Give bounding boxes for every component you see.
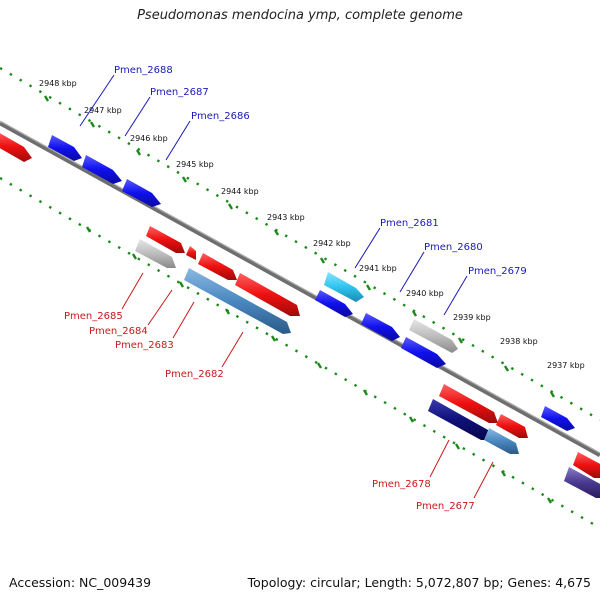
gene-label: Pmen_2687	[150, 87, 209, 98]
gene-arrow	[122, 179, 161, 207]
forward-genes	[0, 133, 575, 431]
map-title: Pseudomonas mendocina ymp, complete geno…	[137, 8, 463, 23]
gene-label: Pmen_2677	[416, 501, 475, 512]
gene-arrow	[146, 226, 185, 253]
kbp-label: 2942 kbp	[313, 239, 351, 248]
gene-arrow	[409, 319, 458, 353]
kbp-label: 2940 kbp	[406, 289, 444, 298]
kbp-label: 2945 kbp	[176, 160, 214, 169]
gene-arrow	[198, 253, 237, 280]
gene-arrow	[401, 337, 446, 368]
gene-label: Pmen_2678	[372, 479, 431, 490]
kbp-label: 2947 kbp	[84, 106, 122, 115]
gene-arrow	[184, 268, 291, 334]
gene-arrow	[48, 135, 82, 161]
gene-label: Pmen_2679	[468, 266, 527, 277]
gene-label: Pmen_2682	[165, 369, 224, 380]
gene-label: Pmen_2683	[115, 340, 174, 351]
kbp-label: 2946 kbp	[130, 134, 168, 143]
gene-arrow	[82, 155, 122, 184]
gene-arrow	[439, 384, 498, 423]
outer-tick-line	[0, 66, 600, 422]
genome-backbone	[0, 121, 600, 457]
gene-label: Pmen_2680	[424, 242, 483, 253]
gene-arrow	[564, 467, 600, 498]
gene-arrow	[186, 246, 196, 260]
kbp-label: 2938 kbp	[500, 337, 538, 346]
kbp-label: 2944 kbp	[221, 187, 259, 196]
gene-arrow	[315, 290, 353, 317]
gene-label: Pmen_2686	[191, 111, 250, 122]
gene-arrow	[361, 313, 400, 341]
gene-arrow	[573, 452, 600, 478]
forward-leader-lines	[79, 74, 468, 316]
genome-info-text: Topology: circular; Length: 5,072,807 bp…	[247, 575, 591, 590]
kbp-label: 2937 kbp	[547, 361, 585, 370]
gene-arrow	[541, 406, 575, 431]
accession-text: Accession: NC_009439	[9, 575, 152, 590]
major-ticks	[43, 95, 556, 504]
reverse-gene-labels: Pmen_2685 Pmen_2684 Pmen_2683 Pmen_2682 …	[64, 311, 475, 512]
gene-arrow	[135, 239, 176, 268]
kbp-label: 2943 kbp	[267, 213, 305, 222]
kbp-label: 2941 kbp	[359, 264, 397, 273]
reverse-leader-lines	[121, 272, 494, 499]
forward-gene-labels: Pmen_2688 Pmen_2687 Pmen_2686 Pmen_2681 …	[114, 65, 527, 277]
gene-arrow	[0, 133, 32, 162]
kbp-label: 2939 kbp	[453, 313, 491, 322]
gene-arrow	[496, 414, 528, 438]
kbp-labels: 2948 kbp 2947 kbp 2946 kbp 2945 kbp 2944…	[39, 79, 585, 370]
gene-label: Pmen_2684	[89, 326, 148, 337]
gene-label: Pmen_2681	[380, 218, 439, 229]
kbp-label: 2948 kbp	[39, 79, 77, 88]
inner-tick-line	[0, 176, 600, 530]
gene-arrow	[324, 272, 364, 302]
gene-arrow	[428, 399, 490, 440]
gene-label: Pmen_2688	[114, 65, 173, 76]
reverse-genes	[135, 226, 600, 498]
gene-arrow	[484, 428, 519, 454]
gene-arrow	[235, 273, 300, 316]
gene-label: Pmen_2685	[64, 311, 123, 322]
